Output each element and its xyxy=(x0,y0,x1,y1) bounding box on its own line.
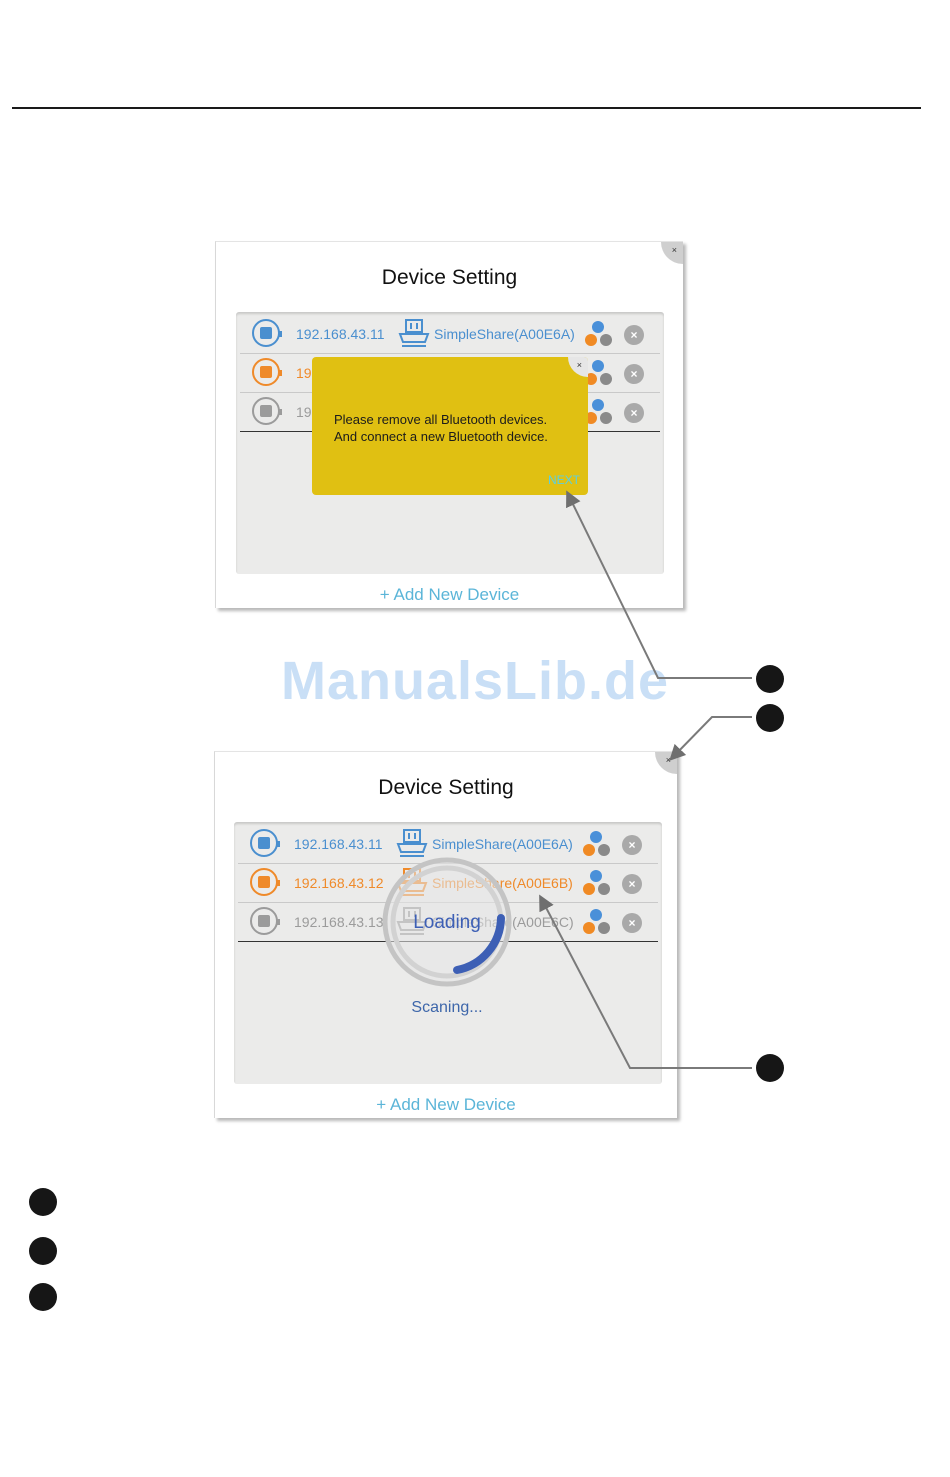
device-name: SimpleShare(A00E6A) xyxy=(434,326,575,342)
screen-device-icon xyxy=(250,907,280,935)
device-setting-panel-1: × Device Setting 192.168.43.11 SimpleSha… xyxy=(215,241,683,608)
simpleshare-icon xyxy=(396,829,428,857)
remove-device-icon[interactable]: × xyxy=(622,913,642,933)
scanning-label: Scaning... xyxy=(411,999,483,1016)
remove-device-icon[interactable]: × xyxy=(622,835,642,855)
legend-marker xyxy=(29,1237,57,1265)
remove-device-icon[interactable]: × xyxy=(624,364,644,384)
remove-device-icon[interactable]: × xyxy=(624,403,644,423)
screen-device-icon xyxy=(250,868,280,896)
screen-device-icon xyxy=(252,397,282,425)
popup-message: Please remove all Bluetooth devices. And… xyxy=(334,412,548,444)
remove-device-icon[interactable]: × xyxy=(624,325,644,345)
bluetooth-devices-icon xyxy=(583,831,610,856)
bluetooth-devices-icon xyxy=(585,321,612,346)
loading-spinner xyxy=(382,857,512,987)
device-name: SimpleShare(A00E6A) xyxy=(432,836,573,852)
add-new-device-link[interactable]: + Add New Device xyxy=(376,1095,516,1114)
device-ip: 192.168.43.13 xyxy=(294,914,384,930)
callout-marker xyxy=(756,704,784,732)
device-ip: 192.168.43.12 xyxy=(294,875,384,891)
bluetooth-devices-icon xyxy=(583,870,610,895)
watermark: ManualsLib.de xyxy=(280,651,670,711)
screen-device-icon xyxy=(252,319,282,347)
device-row[interactable]: 192.168.43.11 SimpleShare(A00E6A) × xyxy=(240,315,660,354)
bluetooth-devices-icon xyxy=(583,909,610,934)
panel-title: Device Setting xyxy=(381,266,518,289)
legend-marker xyxy=(29,1188,57,1216)
legend-marker xyxy=(29,1283,57,1311)
callout-marker xyxy=(756,665,784,693)
simpleshare-icon xyxy=(398,319,430,347)
bluetooth-devices-icon xyxy=(585,360,612,385)
callout-marker xyxy=(756,1054,784,1082)
header-rule xyxy=(12,107,921,109)
loading-label: Loading xyxy=(413,912,481,933)
bluetooth-remove-popup: × Please remove all Bluetooth devices. A… xyxy=(312,357,588,495)
device-ip: 192.168.43.11 xyxy=(294,836,383,852)
remove-device-icon[interactable]: × xyxy=(622,874,642,894)
bluetooth-devices-icon xyxy=(585,399,612,424)
screen-device-icon xyxy=(250,829,280,857)
add-new-device-link[interactable]: + Add New Device xyxy=(379,585,520,604)
screen-device-icon xyxy=(252,358,282,386)
device-ip: 192.168.43.11 xyxy=(296,326,385,342)
popup-next-button[interactable]: NEXT xyxy=(547,473,580,487)
panel-title: Device Setting xyxy=(378,776,514,799)
